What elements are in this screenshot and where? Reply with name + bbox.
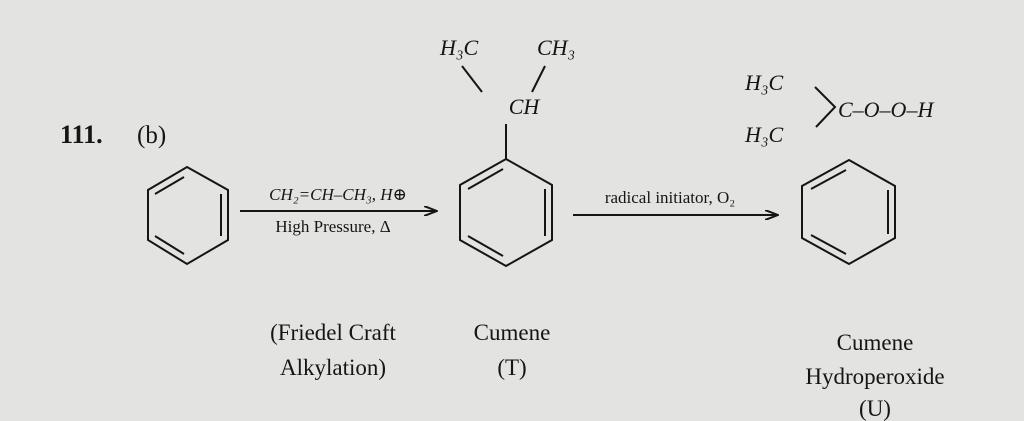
- cumene-structure: H₃C CH₃ CH: [439, 35, 575, 268]
- label-cumene-tag: (T): [497, 355, 526, 380]
- benzene-ring: [147, 165, 229, 266]
- reagent-radical-initiator: radical initiator, O₂: [605, 188, 735, 207]
- question-number: 111.: [60, 120, 103, 149]
- cumene-left-methyl: H₃C: [439, 35, 479, 60]
- cumene-right-methyl: CH₃: [537, 35, 575, 60]
- cumene-hydroperoxide-structure: H₃C H₃C C–O–O–H: [744, 70, 934, 266]
- benzene-ring: [801, 158, 896, 266]
- label-hp-tag: (U): [859, 396, 891, 421]
- label-friedel-craft: (Friedel Craft: [270, 320, 396, 345]
- reagent-propene-acid: CH₂=CH–CH₃, H⊕: [269, 185, 407, 204]
- label-hp-cumene: Cumene: [837, 330, 914, 355]
- hp-top-methyl: H₃C: [744, 70, 784, 95]
- label-hydroperoxide: Hydroperoxide: [805, 364, 944, 389]
- hp-peroxide-chain: C–O–O–H: [838, 97, 934, 122]
- label-cumene: Cumene: [474, 320, 551, 345]
- reagent-conditions: High Pressure, Δ: [275, 217, 390, 236]
- benzene-ring: [459, 157, 553, 268]
- cumene-ch: CH: [509, 94, 541, 119]
- question-option: (b): [137, 122, 166, 149]
- hp-bottom-methyl: H₃C: [744, 122, 784, 147]
- label-alkylation: Alkylation): [280, 355, 386, 380]
